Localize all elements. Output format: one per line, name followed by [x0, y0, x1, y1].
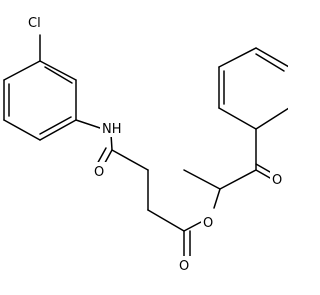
chlorophenyl-ring — [3, 34, 77, 141]
molecule-structure: Cl NH O O O O — [3, 11, 288, 274]
amide-nh-label: NH — [102, 122, 122, 137]
atom-labels: Cl NH O O O O — [26, 11, 286, 274]
ketone-oxygen-label: O — [272, 173, 282, 188]
amide-oxygen-label: O — [94, 165, 104, 180]
chlorine-label: Cl — [28, 16, 41, 31]
ester-oxygen-label: O — [203, 216, 213, 231]
phenylpropanone-group — [183, 128, 271, 209]
ester-carbonyl-oxygen-label: O — [179, 259, 189, 274]
succinate-chain — [147, 169, 202, 257]
phenyl-ring — [218, 47, 288, 130]
